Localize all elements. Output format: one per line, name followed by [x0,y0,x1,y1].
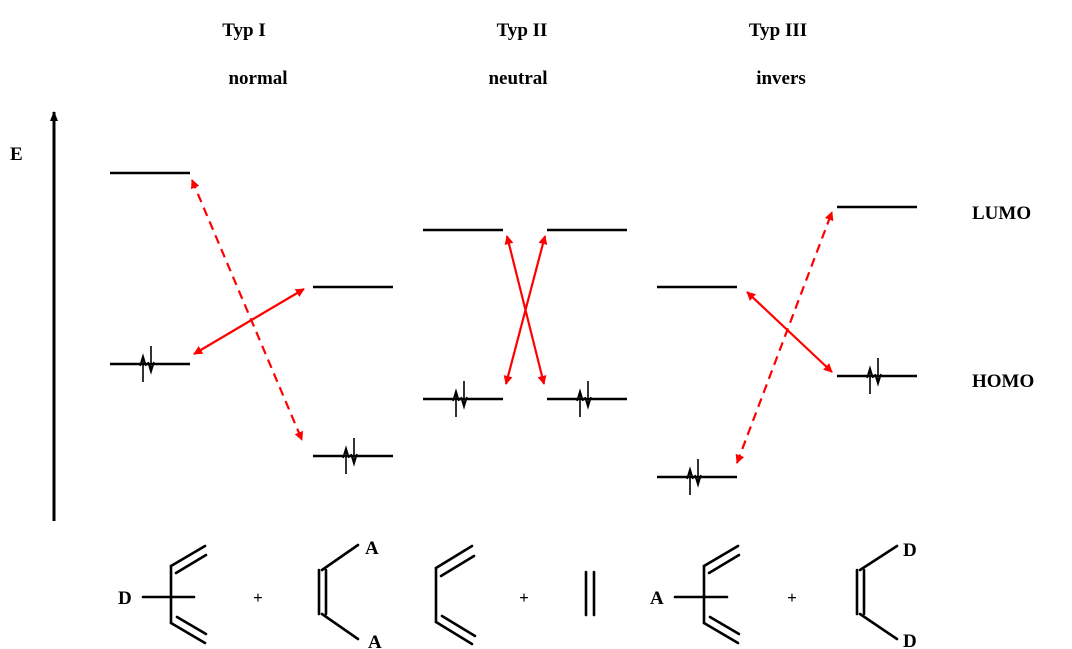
diene-acceptor-structure [673,544,741,645]
dienophile-acceptor-structure [317,543,360,641]
column-title-typ-1: Typ I [222,20,265,41]
typ3-minor-interaction-arrow [735,211,834,464]
typ3-major-interaction-arrow [746,291,833,373]
typ1-diene-homo-level [110,346,190,382]
diene-3-substituent: A [650,588,664,609]
lumo-label: LUMO [972,203,1031,224]
typ3-diene-homo-level [657,459,737,495]
column-subtitle-neutral: neutral [488,68,547,89]
column-title-typ-3: Typ III [749,20,807,41]
typ1-dienophile-homo-level [313,438,393,474]
plus-3: + [787,588,797,607]
dienophile-1-substituent-bottom: A [368,632,382,649]
typ2-dienophile-homo-level [547,381,627,417]
dienophile-1-substituent-top: A [365,538,379,559]
plus-1: + [253,588,263,607]
column-subtitle-invers: invers [756,68,806,89]
diene-donor-structure [141,544,208,645]
typ3-dienophile-homo-level [837,358,917,394]
typ1-major-interaction-arrow [193,288,305,355]
dienophile-donor-structure [855,544,899,641]
typ1-minor-interaction-arrow [190,179,304,441]
column-subtitle-normal: normal [228,68,287,89]
dienophile-3-substituent-top: D [903,540,917,561]
energy-axis-label: E [10,144,23,165]
plus-2: + [519,588,529,607]
diene-1-substituent: D [118,588,132,609]
diene-unsubstituted-structure [434,544,477,646]
dienophile-3-substituent-bottom: D [903,631,917,649]
column-title-typ-2: Typ II [497,20,548,41]
ethylene-structure [584,570,596,617]
typ2-diene-homo-level [423,381,503,417]
homo-label: HOMO [972,371,1034,392]
typ2-interaction-arrow-b [504,235,547,385]
